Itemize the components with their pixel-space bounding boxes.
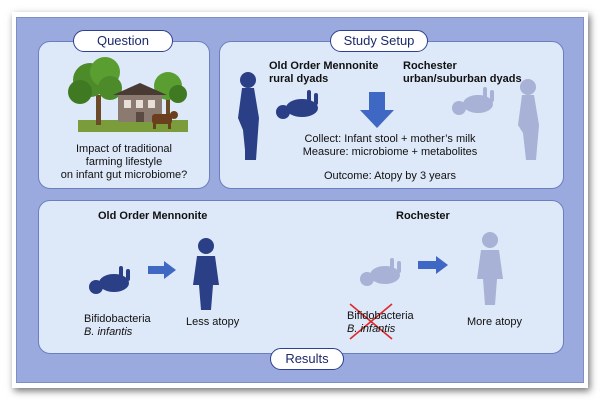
- results-rochester-title: Rochester: [396, 210, 450, 222]
- question-label: Question: [73, 30, 173, 52]
- setup-rochester-line-2: urban/suburban dyads: [403, 73, 522, 85]
- results-right-arrow-icon: [418, 256, 448, 274]
- setup-rochester-line-1: Rochester: [403, 60, 457, 72]
- results-right-bacteria-1: Bifidobacteria: [347, 310, 414, 322]
- question-line-3: on infant gut microbiome?: [60, 169, 188, 181]
- results-left-outcome: Less atopy: [186, 316, 240, 328]
- question-line-2: farming lifestyle: [85, 156, 163, 168]
- results-mennonite-title: Old Order Mennonite: [98, 210, 208, 222]
- results-right-bacteria-2: B. infantis: [347, 323, 396, 335]
- setup-mennonite-line-1: Old Order Mennonite: [269, 60, 379, 72]
- setup-method-text: Collect: Infant stool + mother’s milk Me…: [290, 133, 490, 159]
- farm-scene-icon: [68, 57, 188, 132]
- results-left-bacteria-1: Bifidobacteria: [84, 313, 151, 325]
- setup-rochester-label: Rochester urban/suburban dyads: [403, 60, 522, 86]
- results-left-bacteria-2: B. infantis: [84, 326, 133, 338]
- setup-mennonite-line-2: rural dyads: [269, 73, 329, 85]
- rochester-infant-icon: [452, 87, 494, 115]
- results-mennonite-infant-icon: [89, 266, 130, 294]
- question-text: Impact of traditional farming lifestyle …: [48, 143, 200, 182]
- results-label: Results: [270, 348, 344, 370]
- results-right-outcome: More atopy: [467, 316, 523, 328]
- setup-outcome: Outcome: Atopy by 3 years: [323, 170, 457, 182]
- results-rochester-child-icon: [477, 232, 503, 305]
- results-mennonite-child-icon: [193, 238, 219, 310]
- setup-measure: Measure: microbiome + metabolites: [302, 146, 478, 158]
- results-rochester-infant-icon: [360, 258, 401, 286]
- question-line-1: Impact of traditional: [76, 143, 172, 155]
- results-panel: [38, 200, 564, 354]
- red-cross-icon: [349, 303, 393, 340]
- study-setup-panel: [219, 41, 564, 189]
- results-left-bacteria: Bifidobacteria B. infantis: [84, 313, 151, 339]
- results-right-bacteria: Bifidobacteria B. infantis: [347, 310, 414, 336]
- mennonite-infant-icon: [276, 90, 318, 119]
- down-arrow-icon: [360, 92, 394, 128]
- setup-mennonite-label: Old Order Mennonite rural dyads: [269, 60, 378, 86]
- study-setup-label: Study Setup: [330, 30, 428, 52]
- mennonite-mother-icon: [238, 72, 259, 160]
- rochester-mother-icon: [518, 79, 539, 160]
- results-left-arrow-icon: [148, 261, 176, 279]
- setup-collect: Collect: Infant stool + mother’s milk: [304, 133, 476, 145]
